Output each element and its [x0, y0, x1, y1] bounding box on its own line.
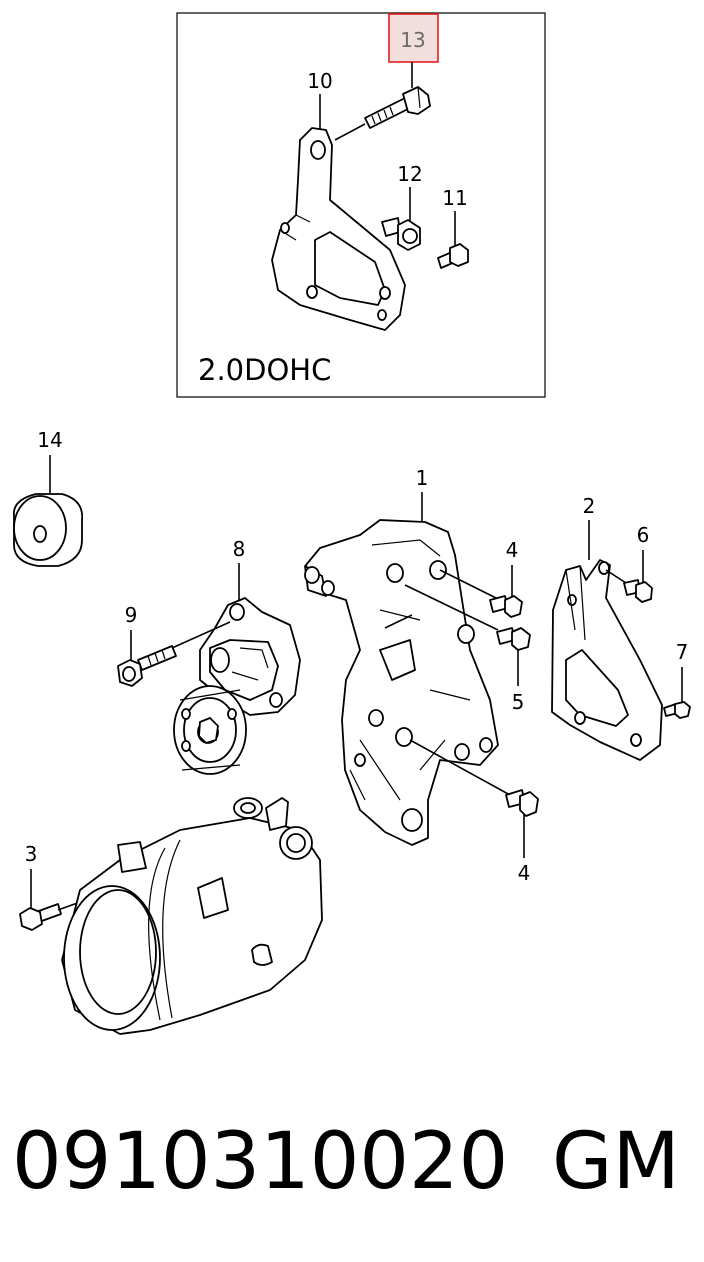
bracket-10 — [271, 127, 406, 331]
tensioner-8 — [171, 597, 301, 775]
callout-6: 6 — [637, 523, 650, 547]
callout-12: 12 — [397, 162, 422, 186]
bolt-6 — [623, 579, 653, 603]
callout-14: 14 — [37, 428, 62, 452]
callout-13: 13 — [400, 28, 425, 52]
bolt-4-upper — [489, 595, 523, 618]
compressor-3 — [61, 797, 323, 1035]
main-bracket-1 — [304, 519, 511, 846]
bolt-9 — [117, 645, 177, 687]
brand-name: GM — [552, 1117, 680, 1207]
callout-5: 5 — [512, 690, 525, 714]
inset-title: 2.0DOHC — [198, 353, 331, 387]
bushing-14 — [13, 493, 84, 567]
callout-10: 10 — [307, 69, 332, 93]
bolt-11 — [437, 243, 469, 269]
bolt-5 — [496, 627, 531, 651]
side-bracket-2 — [551, 559, 663, 761]
callout-8: 8 — [233, 537, 246, 561]
callout-11: 11 — [442, 186, 467, 210]
callout-4-upper: 4 — [506, 538, 519, 562]
screw-7 — [663, 701, 691, 719]
callout-1: 1 — [416, 466, 429, 490]
callout-2: 2 — [583, 494, 596, 518]
callout-7: 7 — [676, 640, 689, 664]
callout-3: 3 — [25, 842, 38, 866]
part-number: 0910310020 — [12, 1117, 508, 1207]
bolt-12 — [381, 217, 421, 251]
bolt-13 — [334, 86, 431, 141]
callout-9: 9 — [125, 603, 138, 627]
highlight-box-13[interactable] — [388, 13, 439, 63]
callout-4-lower: 4 — [518, 861, 531, 885]
inset-2-0dohc: 13 10 12 — [176, 12, 546, 398]
bolt-4-lower — [505, 789, 539, 817]
